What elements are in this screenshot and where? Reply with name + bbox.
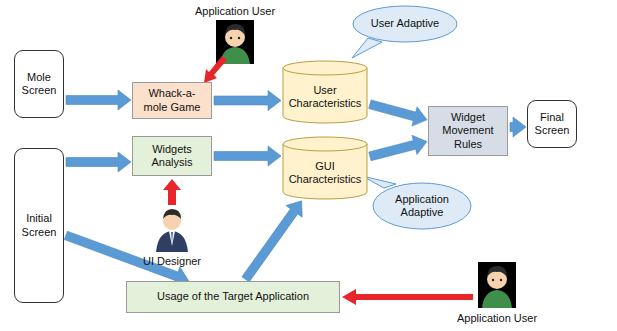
role-label: UI Designer [143,255,201,267]
node-text: GUI Characteristics [285,160,365,186]
node-text: Initial Screen [18,212,60,238]
callout-tail [352,38,382,58]
user-icon [478,262,516,308]
data-cylinder: User Characteristics [282,60,368,124]
red-arrow [204,56,227,83]
node-text: Widget Movement Rules [433,111,503,151]
flow-arrow [510,117,526,137]
flow-arrow [214,146,281,166]
data-cylinder: GUI Characteristics [282,136,368,200]
node-text: Usage of the Target Application [157,290,309,303]
node-text: Mole Screen [18,71,60,97]
node-text: User Adaptive [371,17,439,30]
screen-box: Mole Screen [14,50,64,118]
red-arrow [163,179,181,205]
node-text: User Characteristics [285,84,365,110]
node-text: Whack-a-mole Game [137,87,207,113]
red-arrow [342,289,473,305]
screen-box: Final Screen [527,100,577,148]
flow-arrow [66,90,131,110]
flow-arrow [369,100,427,126]
role-label: Application User [457,312,537,324]
node-text: Final Screen [531,111,573,137]
callout-bubble: Application Adaptive [372,182,472,230]
callout-bubble: User Adaptive [352,5,458,43]
process-box: Whack-a-mole Game [132,82,212,119]
role-label: Application User [195,5,275,17]
flow-arrow [242,201,302,282]
designer-icon [156,209,188,252]
node-text: Application Adaptive [382,193,462,219]
flow-arrow [66,152,131,172]
process-box: Widgets Analysis [132,136,212,176]
flow-arrow [369,135,427,161]
process-box: Usage of the Target Application [126,281,340,313]
flow-arrow [214,91,281,111]
screen-box: Initial Screen [14,148,64,303]
node-text: Widgets Analysis [137,143,207,169]
process-box: Widget Movement Rules [428,106,508,156]
